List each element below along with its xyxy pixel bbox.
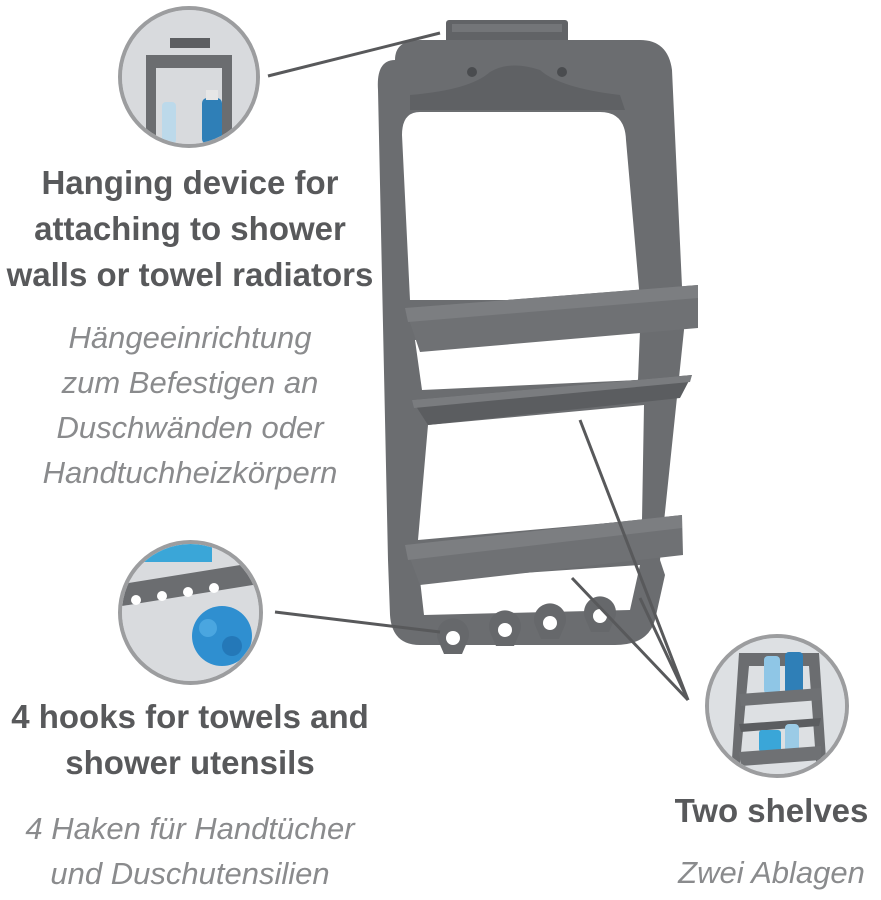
hooks-subtitle: 4 Haken für Handtücher und Duschutensili… [25,811,355,891]
towel-sponge-icon [192,606,252,666]
shelves-subtitle: Zwei Ablagen [678,855,865,890]
caddy-frame [377,40,684,645]
detail-circle-hooks [118,540,263,685]
leader-lines [267,31,690,702]
hanging-subtitle: Hängeeinrichtung zum Befestigen an Dusch… [42,320,338,490]
hooks-title: 4 hooks for towels and shower utensils [11,698,369,781]
detail-circle-hanging [118,6,260,148]
hanging-title: Hanging device for attaching to shower w… [6,164,374,293]
detail-circle-shelves [705,634,849,778]
shelves-title: Two shelves [674,792,869,829]
